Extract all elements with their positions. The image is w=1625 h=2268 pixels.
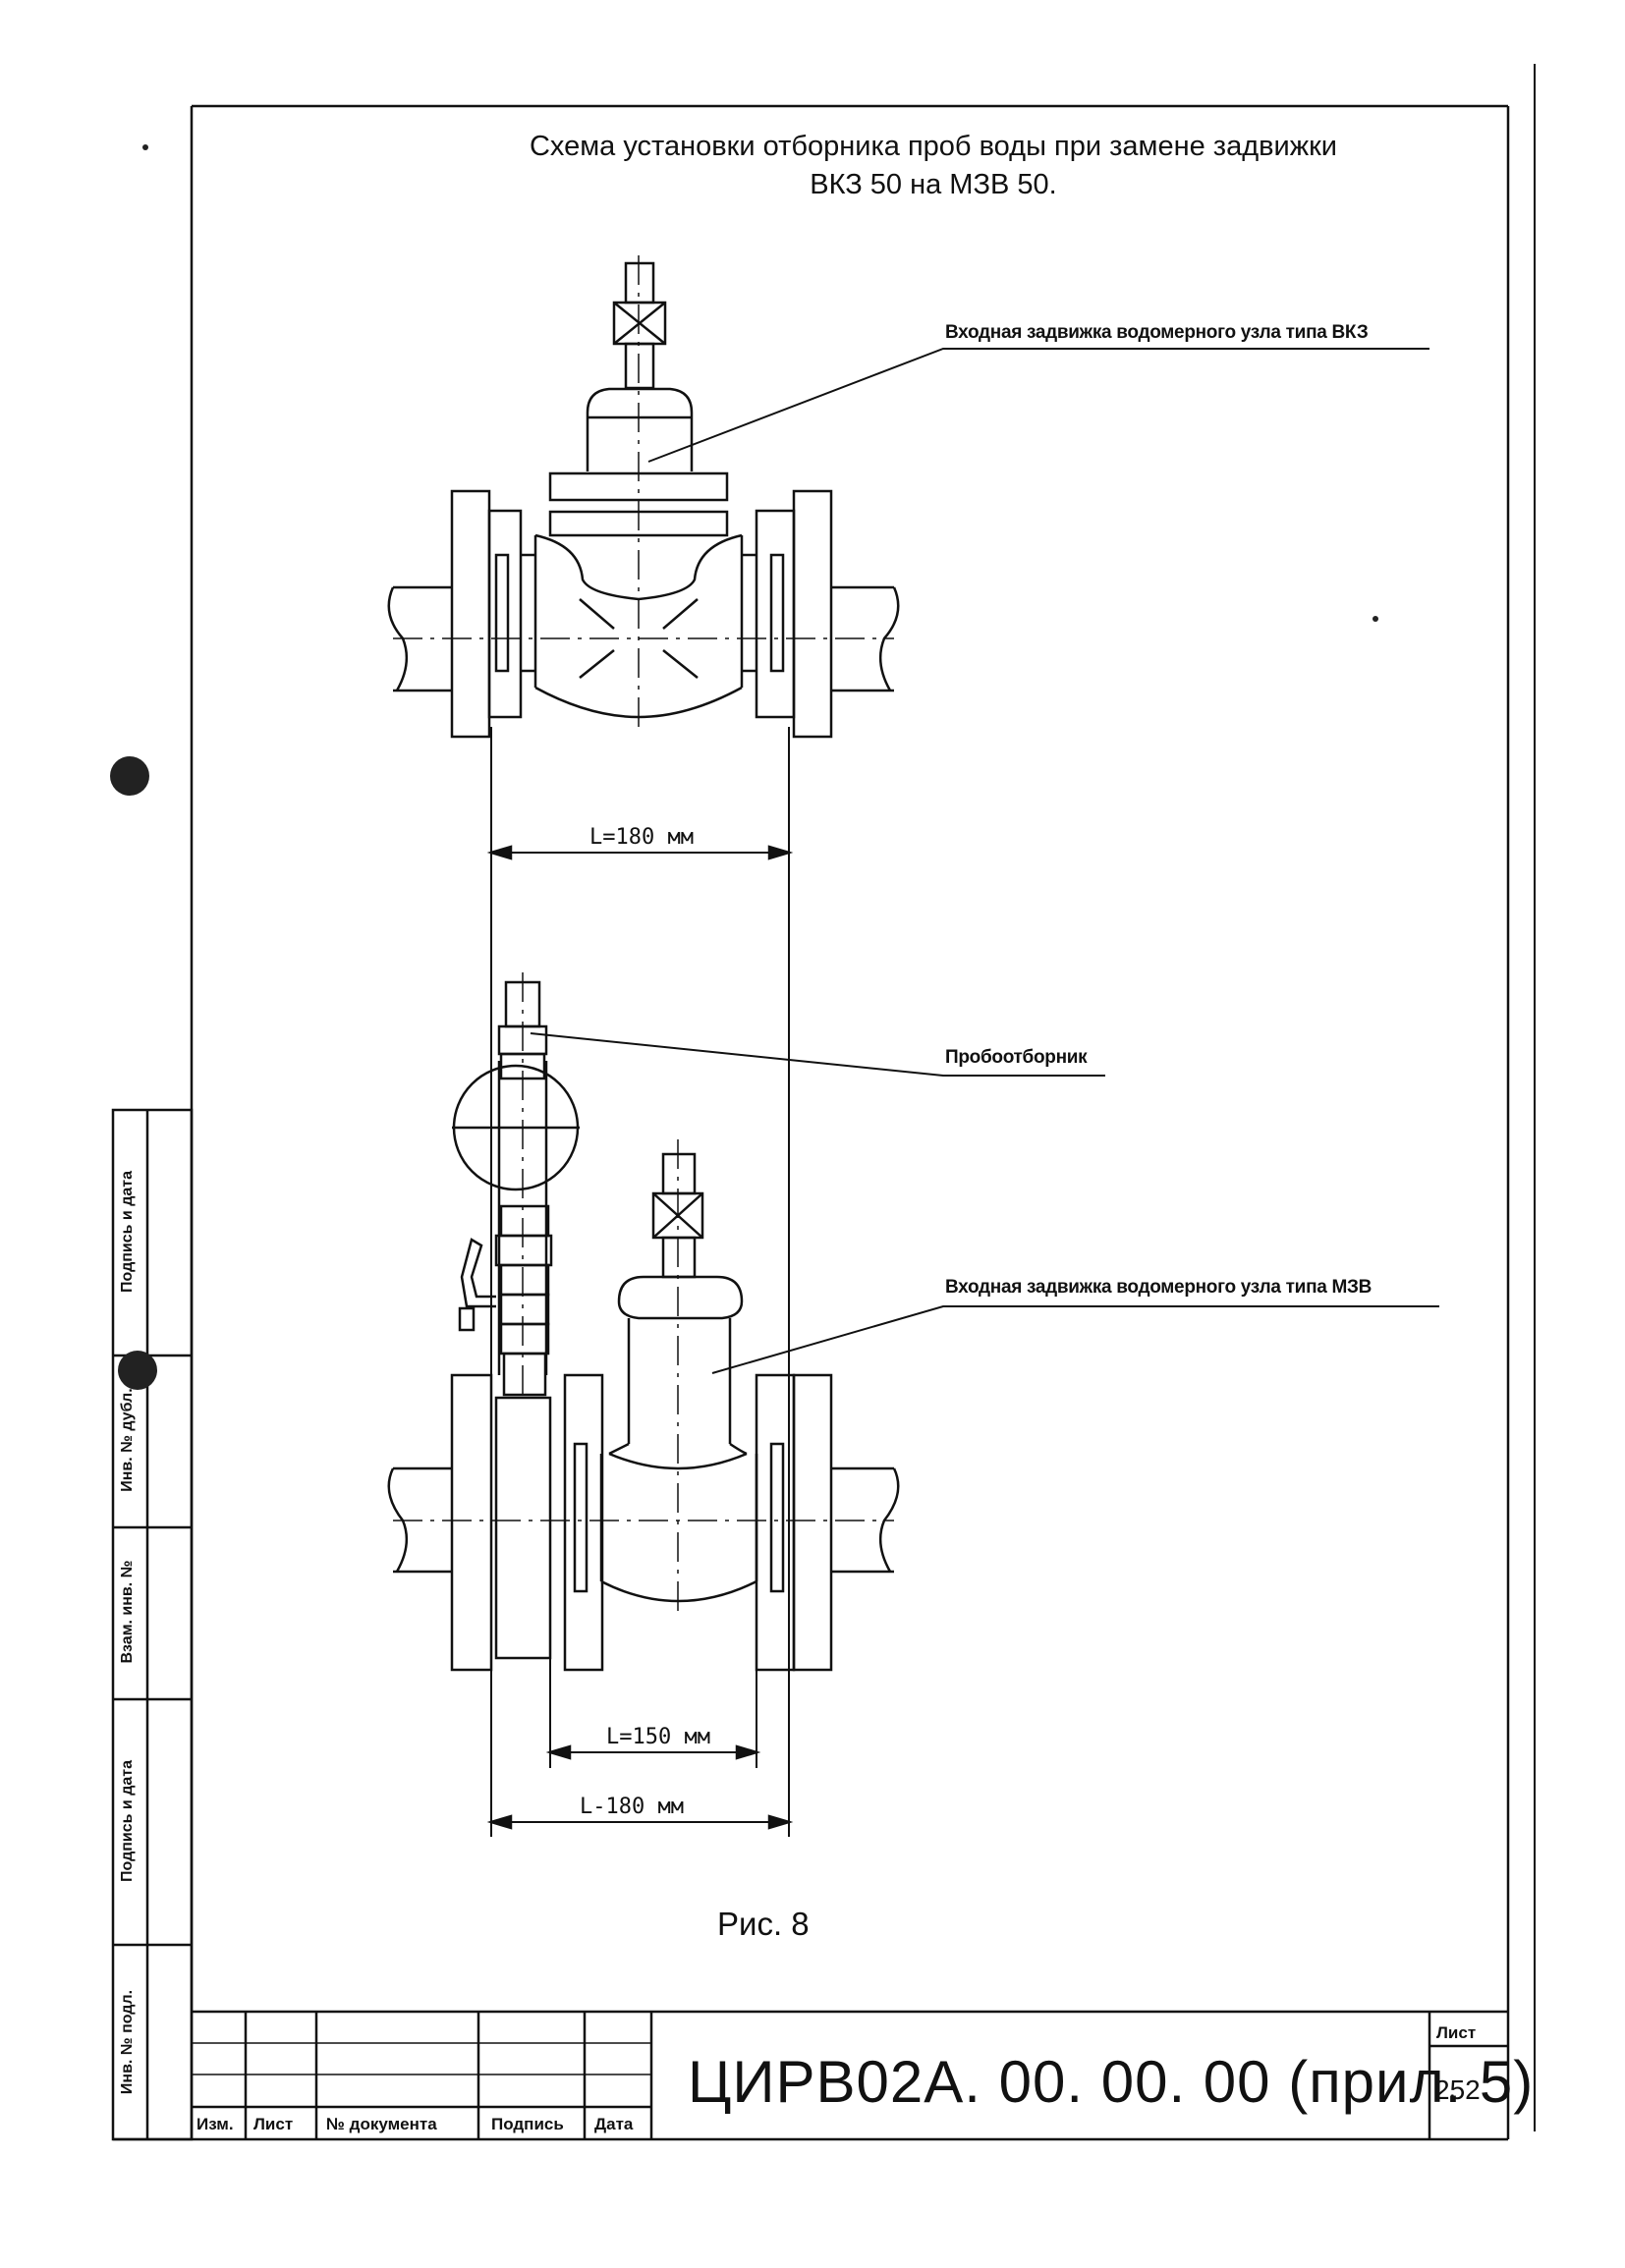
sheet-number: 252 xyxy=(1434,2074,1481,2105)
tb-col-list: Лист xyxy=(253,2115,294,2133)
side-label-inv-podl: Инв. № подл. xyxy=(119,1989,136,2095)
title-line-1: Схема установки отборника проб воды при … xyxy=(529,131,1338,162)
dimension-outer-length: L-180 мм xyxy=(580,1795,684,1819)
callout-vkz-valve: Входная задвижка водомерного узла типа В… xyxy=(945,322,1369,343)
mzv-valve xyxy=(387,1152,900,1672)
side-label-inv-dubl: Инв. № дубл. xyxy=(119,1388,136,1492)
vkz-valve xyxy=(387,261,900,739)
side-label-signature-date-2: Подпись и дата xyxy=(119,1760,136,1882)
callout-sampler: Пробоотборник xyxy=(945,1047,1088,1068)
side-label-signature-date-1: Подпись и дата xyxy=(119,1171,136,1293)
callout-mzv-valve: Входная задвижка водомерного узла типа М… xyxy=(945,1277,1373,1298)
dimension-top-length: L=180 мм xyxy=(589,825,694,850)
tb-col-document: № документа xyxy=(326,2115,437,2133)
tb-col-date: Дата xyxy=(594,2115,634,2133)
sampler-assembly xyxy=(452,980,580,1397)
document-code: ЦИРВ02А. 00. 00. 00 (прил. 5) xyxy=(688,2049,1535,2115)
tb-col-izm: Изм. xyxy=(196,2115,234,2133)
side-stamp-frame xyxy=(111,1108,194,2141)
title-line-2: ВКЗ 50 на МЗВ 50. xyxy=(810,169,1057,200)
scan-specks xyxy=(110,144,1378,1390)
dimension-inner-length: L=150 мм xyxy=(606,1725,710,1749)
sheet-label: Лист xyxy=(1436,2023,1477,2042)
side-label-vzam-inv: Взам. инв. № xyxy=(119,1560,136,1664)
figure-caption: Рис. 8 xyxy=(717,1906,810,1942)
tb-col-signature: Подпись xyxy=(491,2115,564,2133)
